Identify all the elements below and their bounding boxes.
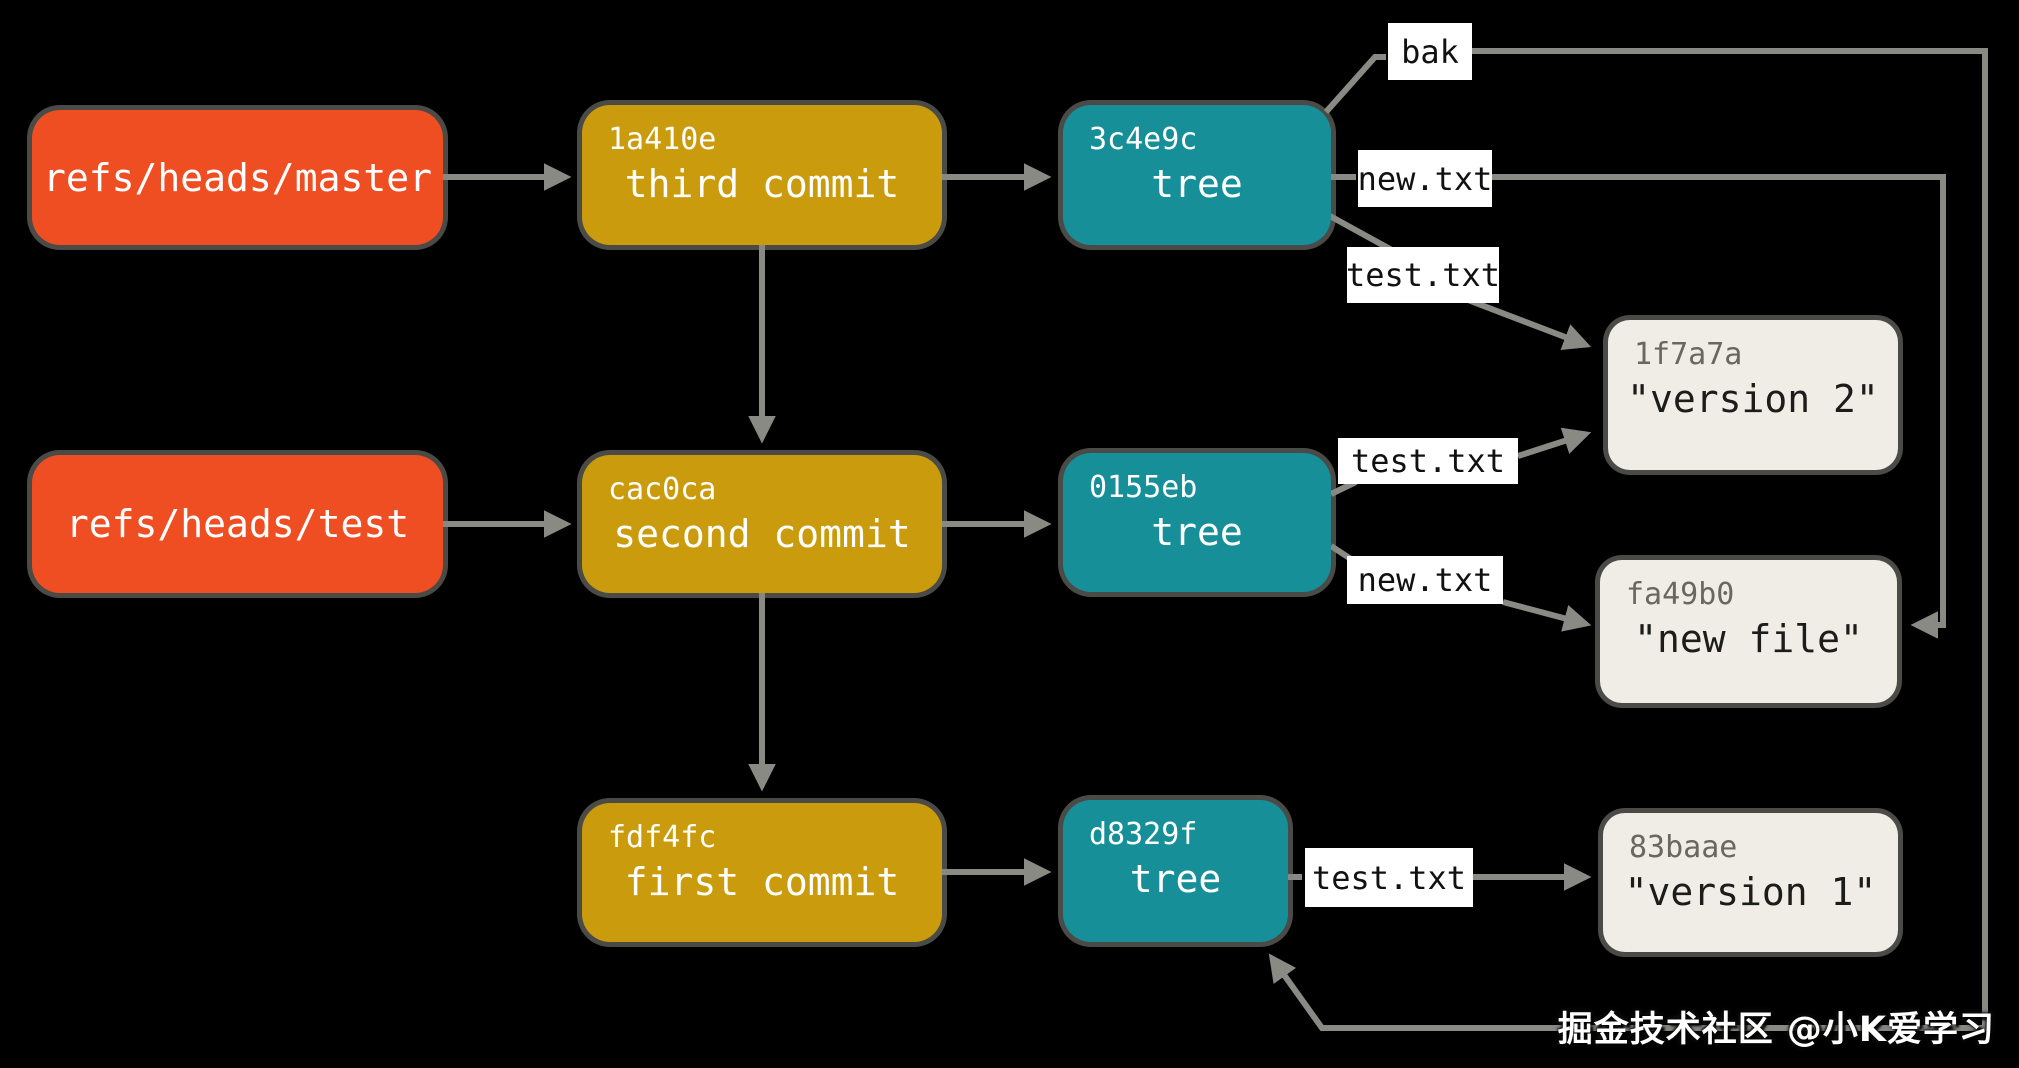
commit-label: third commit — [624, 162, 900, 206]
tree-label: tree — [1151, 162, 1243, 206]
tree-hash: d8329f — [1089, 817, 1198, 852]
file-label-test-txt: test.txt — [1305, 848, 1473, 907]
tree-first-node: d8329f tree — [1063, 800, 1288, 942]
ref-master-label: refs/heads/master — [43, 155, 432, 200]
tree-hash: 3c4e9c — [1089, 122, 1198, 157]
blob-hash: 83baae — [1629, 830, 1738, 865]
commit-first-node: fdf4fc first commit — [582, 803, 942, 942]
file-label-new-txt: new.txt — [1347, 556, 1503, 604]
commit-third-node: 1a410e third commit — [582, 105, 942, 245]
blob-hash: fa49b0 — [1626, 577, 1735, 612]
tree-label: tree — [1129, 857, 1222, 901]
blob-content: "version 1" — [1624, 870, 1877, 914]
tree-second-node: 0155eb tree — [1063, 453, 1331, 592]
commit-second-node: cac0ca second commit — [582, 455, 942, 593]
watermark-text: 掘金技术社区 @小K爱学习 — [1557, 1010, 1995, 1050]
blob-hash: 1f7a7a — [1634, 337, 1743, 372]
blob-version2-node: 1f7a7a "version 2" — [1608, 320, 1898, 470]
blob-version1-node: 83baae "version 1" — [1603, 813, 1898, 952]
commit-hash: cac0ca — [608, 472, 717, 507]
blob-newfile-node: fa49b0 "new file" — [1600, 560, 1897, 703]
file-label-new-txt: new.txt — [1358, 150, 1492, 207]
file-label-bak: bak — [1388, 23, 1472, 80]
tree-third-node: 3c4e9c tree — [1063, 105, 1331, 245]
ref-test-label: refs/heads/test — [65, 502, 410, 546]
ref-master-node: refs/heads/master — [32, 110, 443, 245]
commit-label: second commit — [613, 512, 911, 556]
file-label-test-txt: test.txt — [1346, 247, 1500, 303]
tree-label: tree — [1151, 510, 1243, 554]
commit-hash: fdf4fc — [608, 820, 717, 855]
commit-label: first commit — [624, 860, 900, 904]
tree-hash: 0155eb — [1089, 470, 1198, 505]
blob-content: "new file" — [1634, 617, 1863, 661]
commit-hash: 1a410e — [608, 122, 717, 157]
ref-test-node: refs/heads/test — [32, 455, 443, 593]
blob-content: "version 2" — [1627, 377, 1879, 421]
file-label-test-txt: test.txt — [1338, 438, 1518, 484]
